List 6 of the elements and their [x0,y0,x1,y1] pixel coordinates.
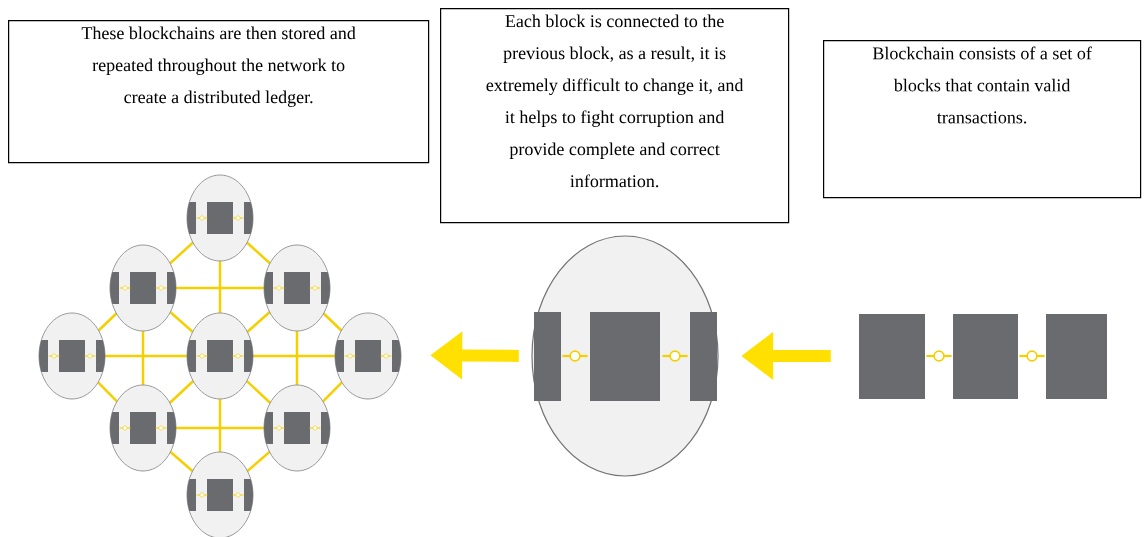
text-box: Blockchain consists of a set of blocks that contain valid transactions. [823,40,1142,199]
network-drawing [38,174,402,537]
text-box: These blockchains are then stored and repeated throughout the network to create a distributed ledger. [8,20,430,164]
block-circle-drawing [531,235,719,477]
block-chain-drawing [859,314,1107,399]
text-box: Each block is connected to the previous block, as a result, it is extremely difficult to change it, and it helps to fight corruption and provide complete and correct information. [440,8,790,224]
